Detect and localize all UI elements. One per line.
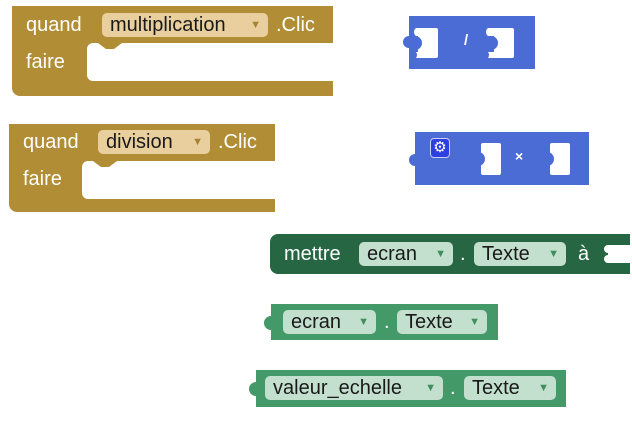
property-dot: . xyxy=(384,311,390,333)
component-dropdown-label: ecran xyxy=(367,243,418,265)
socket-notch-right xyxy=(488,36,498,50)
getter-block-valeur-echelle-texte[interactable]: valeur_echelle ▼ . Texte ▼ xyxy=(246,369,568,409)
event-block-division-click[interactable]: quand division ▼ .Clic faire xyxy=(0,118,290,218)
component-dropdown-label: multiplication xyxy=(110,14,226,36)
component-dropdown-ecran[interactable]: ecran ▼ xyxy=(359,242,453,266)
empty-input-socket-right[interactable] xyxy=(494,28,514,58)
event-keyword-do: faire xyxy=(26,51,65,73)
gear-icon[interactable]: gear-icon xyxy=(430,138,450,158)
property-dropdown-label: Texte xyxy=(405,311,453,333)
dropdown-arrow-icon: ▼ xyxy=(192,136,203,148)
math-multiply-block[interactable]: gear-icon ⚙ × xyxy=(403,130,593,186)
component-dropdown-multiplication[interactable]: multiplication ▼ xyxy=(102,13,268,37)
property-dot: . xyxy=(460,243,466,265)
dropdown-arrow-icon: ▼ xyxy=(538,382,549,394)
dropdown-arrow-icon: ▼ xyxy=(469,316,480,328)
empty-input-socket-left[interactable] xyxy=(418,28,438,58)
component-dropdown-division[interactable]: division ▼ xyxy=(98,130,210,154)
property-dropdown-texte[interactable]: Texte ▼ xyxy=(464,376,556,400)
setter-keyword-to: à xyxy=(578,243,590,265)
component-dropdown-valeur-echelle[interactable]: valeur_echelle ▼ xyxy=(265,376,443,400)
event-keyword-when: quand xyxy=(23,131,79,153)
component-dropdown-label: division xyxy=(106,131,173,153)
setter-keyword-set: mettre xyxy=(284,243,341,265)
event-name-label: .Clic xyxy=(276,14,315,36)
property-dropdown-texte[interactable]: Texte ▼ xyxy=(397,310,487,334)
event-keyword-do: faire xyxy=(23,168,62,190)
event-name-label: .Clic xyxy=(218,131,257,153)
property-dropdown-label: Texte xyxy=(482,243,530,265)
event-block-multiplication-click[interactable]: quand multiplication ▼ .Clic faire xyxy=(0,0,340,100)
socket-notch-left xyxy=(412,36,422,50)
dropdown-arrow-icon: ▼ xyxy=(358,316,369,328)
divide-operator: / xyxy=(464,32,469,49)
property-dropdown-texte[interactable]: Texte ▼ xyxy=(474,242,566,266)
math-divide-block[interactable]: / xyxy=(398,14,538,70)
property-dropdown-label: Texte xyxy=(472,377,520,399)
getter-block-ecran-texte[interactable]: ecran ▼ . Texte ▼ xyxy=(262,302,500,342)
dropdown-arrow-icon: ▼ xyxy=(435,248,446,260)
multiply-operator: × xyxy=(515,148,524,164)
dropdown-arrow-icon: ▼ xyxy=(425,382,436,394)
property-dot: . xyxy=(450,377,456,399)
component-dropdown-ecran[interactable]: ecran ▼ xyxy=(283,310,376,334)
socket-notch-left xyxy=(475,152,485,166)
event-keyword-when: quand xyxy=(26,14,82,36)
gear-glyph: ⚙ xyxy=(433,139,447,156)
setter-block-ecran-texte[interactable]: mettre ecran ▼ . Texte ▼ à xyxy=(268,234,630,274)
component-dropdown-label: valeur_echelle xyxy=(273,377,402,399)
component-dropdown-label: ecran xyxy=(291,311,342,333)
empty-input-socket-right[interactable] xyxy=(550,143,570,175)
dropdown-arrow-icon: ▼ xyxy=(548,248,559,260)
socket-notch-right xyxy=(544,152,554,166)
dropdown-arrow-icon: ▼ xyxy=(250,19,261,31)
empty-input-socket-left[interactable] xyxy=(481,143,501,175)
